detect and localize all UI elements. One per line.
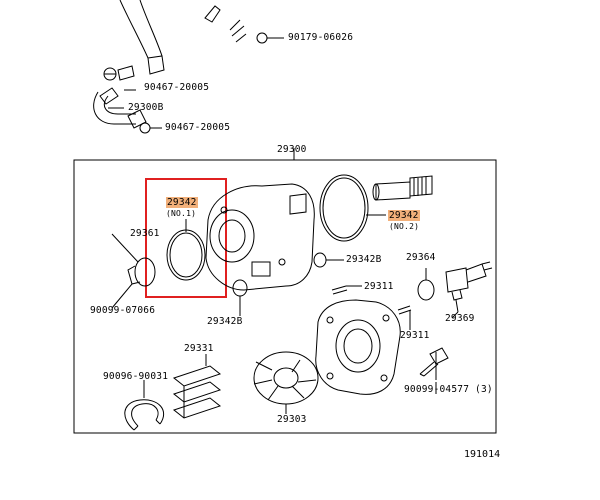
part-code-29311-a[interactable]: 29311 [364, 281, 394, 292]
part-note-no1: (NO.1) [166, 209, 197, 218]
part-code-29303[interactable]: 29303 [277, 414, 307, 425]
small-o-ring [232, 279, 248, 297]
part-code-29361[interactable]: 29361 [130, 228, 160, 239]
o-ring-no1 [166, 219, 206, 281]
assembly-frame [73, 159, 497, 434]
part-code-29342b-a[interactable]: 29342B [346, 254, 382, 265]
bolt-part [419, 347, 449, 380]
part-code-29311-b[interactable]: 29311 [400, 330, 430, 341]
part-code-29369[interactable]: 29369 [445, 313, 475, 324]
part-code-29300b[interactable]: 29300B [128, 102, 164, 113]
sensor-part [445, 261, 493, 313]
upper-hose [103, 0, 165, 81]
part-code-90467-b[interactable]: 90467-20005 [165, 122, 231, 133]
pump-body [205, 183, 315, 291]
leader-line [451, 311, 459, 319]
part-code-top[interactable]: 90179-06026 [288, 32, 354, 43]
part-code-29331[interactable]: 29331 [184, 343, 214, 354]
part-code-29342-no1[interactable]: 29342 [166, 197, 198, 208]
part-code-29300[interactable]: 29300 [277, 144, 307, 155]
part-code-90096-90031[interactable]: 90096-90031 [103, 371, 169, 382]
o-ring-no2 [319, 174, 386, 242]
bolt-top [256, 32, 284, 44]
leader-line [111, 283, 133, 309]
highlight-box [145, 178, 227, 298]
clip-part [204, 5, 247, 43]
lower-hose [93, 87, 162, 134]
small-o-ring-b [313, 252, 327, 268]
rotor-part [253, 351, 319, 414]
part-note-no2: (NO.2) [389, 222, 420, 231]
part-code-29364[interactable]: 29364 [406, 252, 436, 263]
o-ring-29364 [417, 279, 435, 301]
part-code-90099-04577[interactable]: 90099-04577 (3) [404, 384, 493, 395]
part-code-90099-07066[interactable]: 90099-07066 [90, 305, 156, 316]
vane-parts [172, 354, 222, 419]
part-code-29342-no2[interactable]: 29342 [388, 210, 420, 221]
catalog-number: 191014 [464, 449, 501, 460]
snap-ring [124, 380, 165, 431]
pin-parts [331, 285, 412, 330]
seal-part [111, 233, 156, 287]
cover-plate [315, 299, 401, 395]
drive-shaft [372, 175, 433, 201]
part-code-90467-a[interactable]: 90467-20005 [144, 82, 210, 93]
part-code-29342b-b[interactable]: 29342B [207, 316, 243, 327]
